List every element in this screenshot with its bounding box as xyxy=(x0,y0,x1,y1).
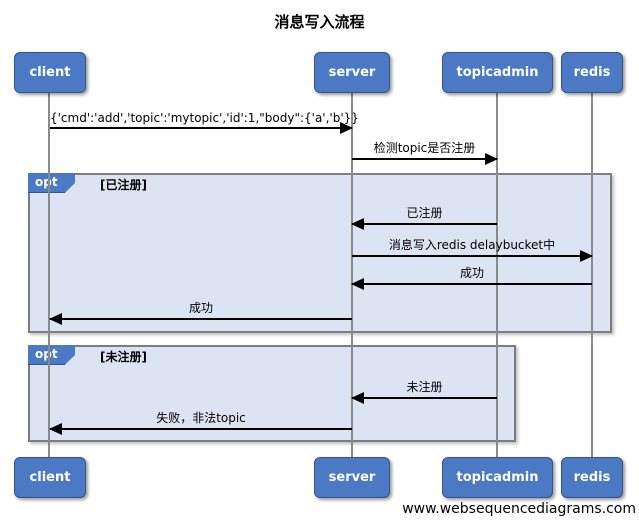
message-line xyxy=(352,223,497,225)
opt-tab: opt xyxy=(28,173,75,193)
actor-client-bottom: client xyxy=(14,457,86,498)
message-fail-illegal-topic: 失败，非法topic xyxy=(49,411,352,435)
message-success-client: 成功 xyxy=(49,301,352,325)
arrow-right-icon xyxy=(485,153,498,165)
lifeline-topicadmin xyxy=(496,93,498,457)
actor-client-top: client xyxy=(14,52,86,93)
opt-guard-label: [未注册] xyxy=(100,350,147,364)
arrow-right-icon xyxy=(580,250,593,262)
message-write-redis: 消息写入redis delaybucket中 xyxy=(352,238,593,262)
opt-guard-label: [已注册] xyxy=(100,178,147,192)
message-line xyxy=(50,127,352,129)
message-label: 消息写入redis delaybucket中 xyxy=(388,238,556,252)
message-line xyxy=(50,318,352,320)
message-label: 未注册 xyxy=(406,380,443,394)
message-line xyxy=(352,255,592,257)
lifeline-redis xyxy=(591,93,593,457)
arrow-left-icon xyxy=(351,218,364,230)
actor-redis-top: redis xyxy=(561,52,623,93)
message-line xyxy=(352,158,497,160)
diagram-title: 消息写入流程 xyxy=(274,13,365,31)
message-line xyxy=(352,283,592,285)
message-unregistered: 未注册 xyxy=(351,380,497,404)
arrow-left-icon xyxy=(351,278,364,290)
message-label: 检测topic是否注册 xyxy=(373,141,476,155)
actor-server-top: server xyxy=(314,52,390,93)
message-label: 成功 xyxy=(188,301,213,315)
lifeline-client xyxy=(48,93,50,457)
message-registered: 已注册 xyxy=(351,206,497,230)
watermark: www.websequencediagrams.com xyxy=(402,501,636,517)
message-line xyxy=(352,397,497,399)
actor-redis-bottom: redis xyxy=(561,457,623,498)
opt-frame-unregistered: opt [未注册] xyxy=(28,345,516,442)
arrow-right-icon xyxy=(340,122,353,134)
message-label: 成功 xyxy=(459,266,484,280)
actor-topicadmin-bottom: topicadmin xyxy=(442,457,553,498)
arrow-left-icon xyxy=(351,392,364,404)
message-label: 失败，非法topic xyxy=(156,411,246,425)
message-check-topic: 检测topic是否注册 xyxy=(352,141,498,165)
actor-server-bottom: server xyxy=(314,457,390,498)
message-success-redis: 成功 xyxy=(351,266,592,290)
arrow-left-icon xyxy=(49,423,62,435)
message-line xyxy=(50,428,352,430)
message-cmd-add: {'cmd':'add','topic':'mytopic','id':1,"b… xyxy=(50,111,359,134)
message-label: 已注册 xyxy=(406,206,443,220)
arrow-left-icon xyxy=(49,313,62,325)
opt-tab: opt xyxy=(28,345,75,365)
actor-topicadmin-top: topicadmin xyxy=(442,52,553,93)
opt-frame-registered: opt [已注册] xyxy=(28,173,612,333)
message-label: {'cmd':'add','topic':'mytopic','id':1,"b… xyxy=(50,111,359,125)
lifeline-server xyxy=(351,93,353,457)
